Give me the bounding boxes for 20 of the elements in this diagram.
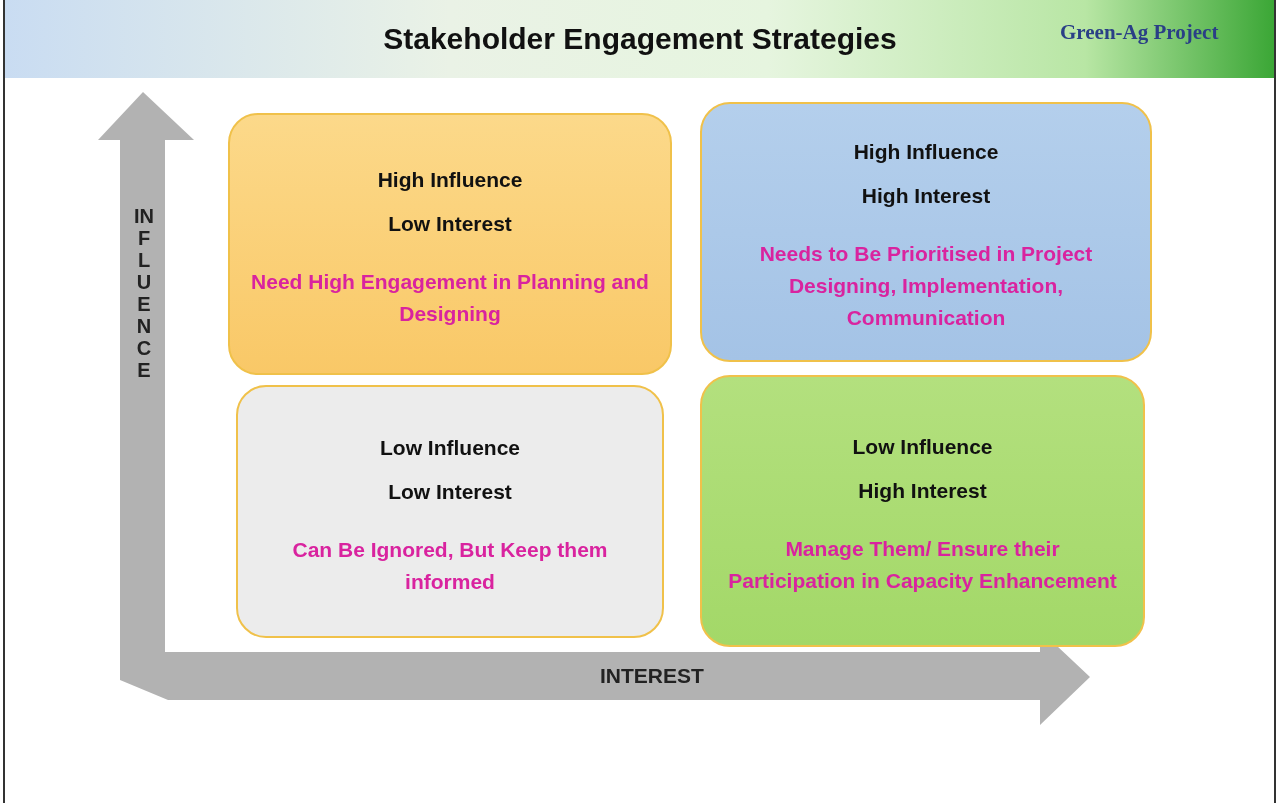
strategy-text: Can Be Ignored, But Keep them informed	[291, 536, 609, 595]
category-heading: High Influence	[377, 168, 523, 192]
category-heading: Low Influence	[380, 435, 520, 460]
axis-label: INFLUENCE	[134, 205, 154, 381]
quadrant-box	[700, 102, 1152, 362]
category-heading: Low Influence	[852, 435, 993, 459]
category-heading: High Interest	[858, 479, 987, 503]
category-heading: High Influence	[853, 140, 999, 164]
category-heading: High Interest	[861, 184, 991, 208]
strategy-text: Manage Them/ Ensure their Participation in Capacity Enhancement	[727, 536, 1118, 594]
title: Stakeholder Engagement Strategies	[382, 22, 898, 56]
axis-label: INTEREST	[600, 664, 704, 688]
strategy-text: Need High Engagement in Planning and Designing	[250, 269, 650, 327]
project-name: Green-Ag Project	[1060, 20, 1219, 45]
quadrant-box	[700, 375, 1145, 647]
category-heading: Low Interest	[388, 212, 512, 236]
category-heading: Low Interest	[388, 479, 512, 504]
strategy-text: Needs to Be Prioritised in Project Designing, Implementation, Communication	[758, 241, 1094, 331]
quadrant-box	[236, 385, 664, 638]
quadrant-box	[228, 113, 672, 375]
